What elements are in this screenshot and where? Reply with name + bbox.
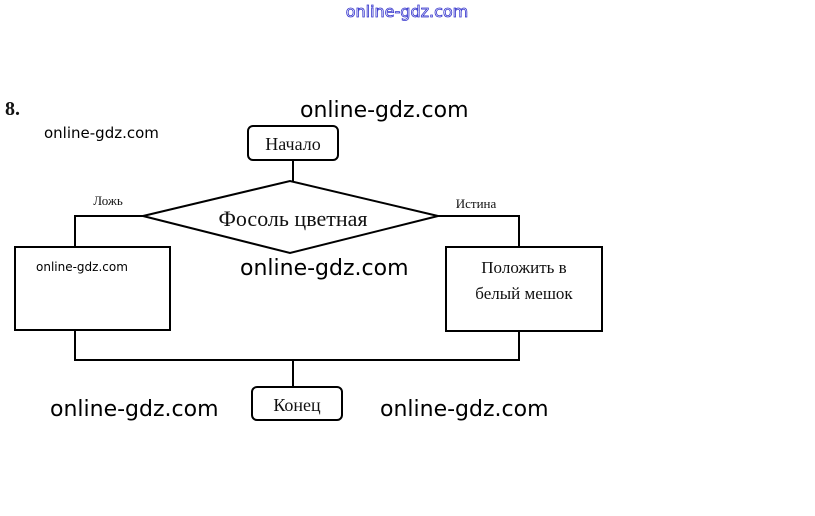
- true-action-line1: Положить в: [481, 258, 566, 277]
- true-action-box: [445, 246, 603, 332]
- start-label: Начало: [265, 134, 320, 154]
- watermark: online-gdz.com: [300, 98, 469, 123]
- false-action-box: [14, 246, 171, 331]
- decision-diamond: [142, 179, 439, 255]
- end-label: Конец: [273, 395, 321, 415]
- start-terminal: [247, 125, 339, 161]
- watermark: online-gdz.com: [36, 260, 128, 274]
- decision-label: Фосоль цветная: [219, 206, 368, 231]
- watermark: online-gdz.com: [380, 397, 549, 422]
- false-label: Ложь: [93, 193, 123, 208]
- watermark: online-gdz.com: [240, 256, 409, 281]
- connector-merge: [74, 330, 520, 361]
- watermark: online-gdz.com: [44, 124, 159, 142]
- watermark: online-gdz.com: [50, 397, 219, 422]
- end-terminal: [251, 386, 343, 421]
- header-watermark: online-gdz.com: [346, 2, 469, 21]
- connector-true: [438, 215, 520, 247]
- problem-number: 8.: [5, 98, 20, 120]
- true-action-line2: белый мешок: [475, 284, 573, 303]
- connectors: [74, 160, 520, 387]
- connector-false: [74, 215, 143, 247]
- true-label: Истина: [456, 196, 497, 211]
